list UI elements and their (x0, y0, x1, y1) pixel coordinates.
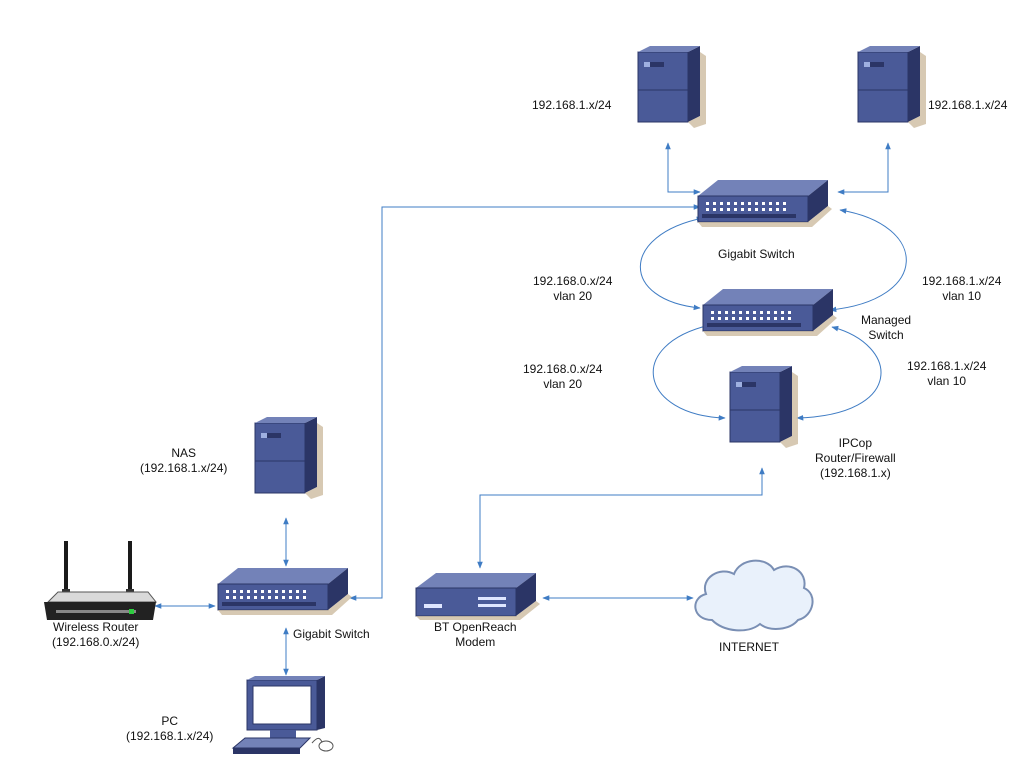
right-vlan-bottom-ip: 192.168.1.x/24 (907, 359, 987, 373)
nas-label: NAS (192.168.1.x/24) (140, 446, 227, 476)
server-left-ip-label: 192.168.1.x/24 (532, 98, 612, 112)
nas-line2: (192.168.1.x/24) (140, 461, 228, 475)
link-bottom-switch-top-switch (349, 204, 701, 601)
link-firewall-modem (477, 467, 765, 569)
right-vlan-top-ip: 192.168.1.x/24 (922, 274, 1002, 288)
right-vlan-bottom-vlan: vlan 10 (927, 374, 967, 388)
server-right-ip-label: 192.168.1.x/24 (928, 98, 1008, 112)
internet-label: INTERNET (719, 640, 779, 654)
right-vlan-bottom-label: 192.168.1.x/24 vlan 10 (907, 359, 986, 389)
switch-icon (697, 179, 833, 228)
vlan20-top-arc (639, 216, 704, 311)
vlan10-top-arc (829, 208, 907, 313)
router-icon (44, 541, 158, 620)
right-vlan-top-label: 192.168.1.x/24 vlan 10 (922, 274, 1001, 304)
server-icon (254, 416, 324, 500)
pc-line1: PC (161, 714, 179, 728)
left-vlan-bottom-label: 192.168.0.x/24 vlan 20 (523, 362, 602, 392)
modem-label: BT OpenReach Modem (434, 620, 517, 650)
pc-line2: (192.168.1.x/24) (126, 729, 214, 743)
server-icon (637, 45, 707, 129)
modem-line2: Modem (455, 635, 496, 649)
firewall-line3: (192.168.1.x) (819, 466, 891, 480)
modem-icon (415, 573, 540, 620)
top-switch-label: Gigabit Switch (718, 247, 795, 261)
vlan20-bottom-arc (652, 323, 726, 421)
wireless-router-line2: (192.168.0.x/24) (52, 635, 140, 649)
managed-switch-label: Managed Switch (861, 313, 911, 343)
left-vlan-bottom-vlan: vlan 20 (543, 377, 583, 391)
server-icon (857, 45, 927, 129)
firewall-label: IPCop Router/Firewall (192.168.1.x) (815, 436, 896, 481)
link-server-right-switch (837, 142, 891, 195)
link-server-left-switch (665, 142, 701, 195)
left-vlan-top-vlan: vlan 20 (553, 289, 593, 303)
right-vlan-top-vlan: vlan 10 (942, 289, 982, 303)
switch-icon (702, 288, 838, 337)
left-vlan-top-label: 192.168.0.x/24 vlan 20 (533, 274, 612, 304)
managed-switch-line2: Switch (868, 328, 904, 342)
firewall-line2: Router/Firewall (815, 451, 896, 465)
pc-label: PC (192.168.1.x/24) (126, 714, 213, 744)
modem-line1: BT OpenReach (434, 620, 517, 634)
firewall-line1: IPCop (838, 436, 873, 450)
server-icon (729, 365, 799, 449)
managed-switch-line1: Managed (861, 313, 912, 327)
cloud-icon (694, 559, 814, 632)
left-vlan-bottom-ip: 192.168.0.x/24 (523, 362, 603, 376)
bottom-switch-label: Gigabit Switch (293, 627, 370, 641)
vlan10-bottom-arc (796, 325, 882, 421)
connectors (154, 142, 907, 676)
switch-icon (217, 567, 353, 616)
nas-line1: NAS (171, 446, 197, 460)
wireless-router-label: Wireless Router (192.168.0.x/24) (52, 620, 139, 650)
left-vlan-top-ip: 192.168.0.x/24 (533, 274, 613, 288)
wireless-router-line1: Wireless Router (53, 620, 139, 634)
pc-icon (231, 676, 334, 754)
